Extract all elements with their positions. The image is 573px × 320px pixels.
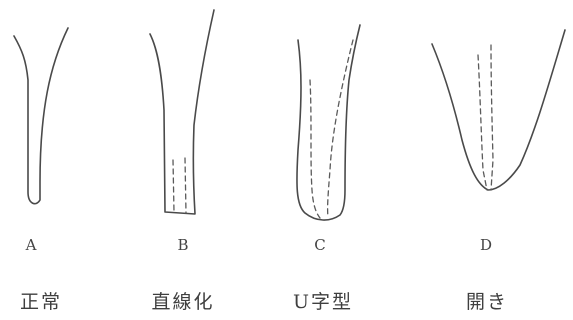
- panel-a-outline: [14, 28, 68, 204]
- panel-a-shape: [14, 28, 68, 204]
- panel-c-shape: [297, 25, 360, 220]
- panel-b-shape: [150, 10, 214, 214]
- panel-a-caption: 正常: [0, 287, 96, 314]
- panel-a-letter: A: [11, 236, 51, 254]
- panel-d-shape: [432, 30, 565, 190]
- panel-d-caption: 開き: [432, 287, 542, 314]
- panel-d-outline: [432, 30, 565, 190]
- panel-b-outline: [150, 10, 214, 214]
- panel-b-inner-line-right: [185, 158, 186, 213]
- panel-d-letter: D: [466, 236, 506, 254]
- panel-c-inner-line-left: [310, 80, 320, 218]
- panel-c-letter: C: [300, 236, 340, 254]
- panel-b-letter: B: [163, 236, 203, 254]
- panel-b-inner-line-left: [173, 160, 174, 212]
- panel-d-inner-line-left: [478, 55, 487, 190]
- panel-b-caption: 直線化: [128, 287, 238, 314]
- panel-c-caption: U字型: [268, 287, 378, 314]
- panel-c-inner-line-right: [328, 40, 353, 217]
- panel-d-inner-line-right: [491, 45, 493, 190]
